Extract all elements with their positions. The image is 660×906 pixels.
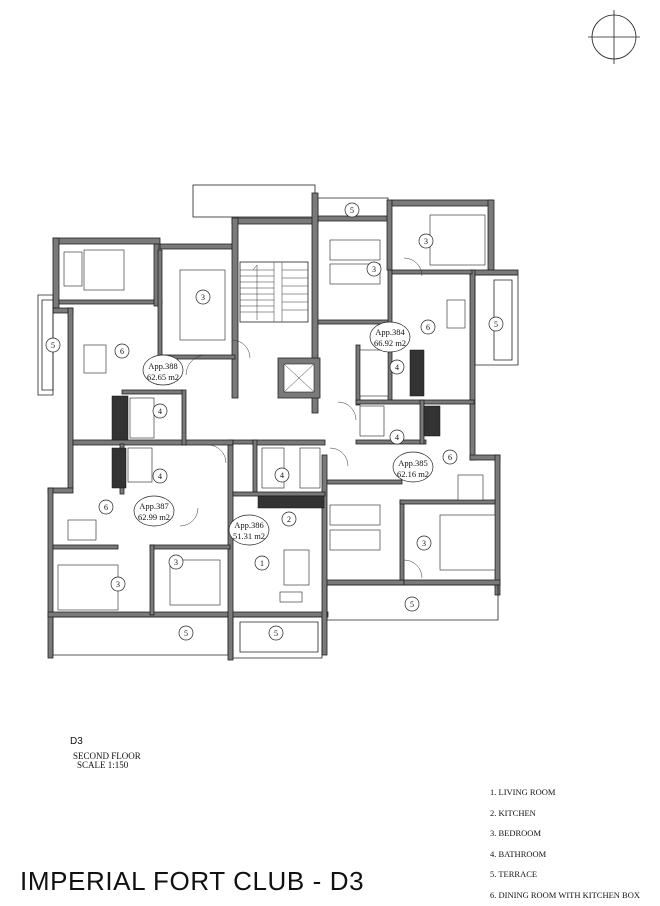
- page-title: IMPERIAL FORT CLUB - D3: [20, 866, 365, 896]
- room-tag: 6: [442, 449, 458, 465]
- svg-text:App.385: App.385: [398, 458, 428, 468]
- room-tag: 4: [389, 359, 405, 375]
- svg-text:4: 4: [280, 471, 284, 480]
- north-arrow-icon: [588, 10, 640, 64]
- bed-furniture: [57, 214, 496, 611]
- room-tags: 5 6 3 5 3 3 6 5 4 4 4 6 4 4 6 2 3 3 1 3 …: [45, 202, 504, 641]
- legend-item: 4. BATHROOM: [490, 848, 547, 859]
- floor-label: SECOND FLOOR: [73, 751, 141, 761]
- apartment-label: App.385 62.16 m2: [392, 451, 434, 483]
- svg-text:2: 2: [287, 515, 291, 524]
- room-tag: 3: [416, 535, 432, 551]
- interior-walls: [52, 243, 496, 616]
- svg-text:62.65 m2: 62.65 m2: [147, 372, 179, 382]
- svg-text:App.387: App.387: [139, 501, 169, 511]
- room-tag: 5: [404, 596, 420, 612]
- room-tag: 3: [366, 261, 382, 277]
- svg-text:3: 3: [174, 558, 178, 567]
- room-tag: 5: [178, 625, 194, 641]
- legend-item: 3. BEDROOM: [490, 828, 542, 839]
- svg-text:5: 5: [184, 629, 188, 638]
- svg-text:6: 6: [426, 323, 430, 332]
- svg-text:4: 4: [158, 407, 162, 416]
- apartment-label: App.388 62.65 m2: [142, 354, 184, 386]
- svg-text:6: 6: [120, 347, 124, 356]
- svg-text:4: 4: [395, 433, 399, 442]
- svg-text:6: 6: [104, 503, 108, 512]
- plan-code: D3: [70, 736, 83, 747]
- apartment-label: App.386 51.31 m2: [228, 514, 270, 546]
- svg-text:5: 5: [410, 600, 414, 609]
- room-tag: 4: [152, 403, 168, 419]
- svg-text:3: 3: [116, 580, 120, 589]
- scale-label: SCALE 1:150: [77, 760, 129, 770]
- apartment-label: App.384 66.92 m2: [369, 321, 411, 353]
- svg-text:1: 1: [260, 559, 264, 568]
- apartment-label: App.387 62.99 m2: [133, 495, 175, 527]
- room-tag: 4: [152, 468, 168, 484]
- room-tag: 2: [281, 511, 297, 527]
- terraces: [37, 274, 519, 659]
- svg-text:4: 4: [395, 363, 399, 372]
- legend-item: 2. KITCHEN: [490, 807, 536, 818]
- room-tag: 5: [344, 202, 360, 218]
- svg-text:3: 3: [424, 237, 428, 246]
- room-tag: 3: [110, 576, 126, 592]
- dining-tables: [67, 299, 484, 603]
- room-legend: 1. LIVING ROOM 2. KITCHEN 3. BEDROOM 4. …: [490, 782, 640, 906]
- room-tag: 4: [389, 429, 405, 445]
- svg-text:App.386: App.386: [234, 520, 264, 530]
- legend-item: 1. LIVING ROOM: [490, 787, 556, 797]
- room-tag: 3: [418, 233, 434, 249]
- room-tag: 6: [114, 343, 130, 359]
- room-tag: 6: [420, 319, 436, 335]
- room-tag: 3: [168, 554, 184, 570]
- room-tag: 1: [254, 555, 270, 571]
- room-tag: 5: [45, 337, 61, 353]
- door-swing-icon: [179, 257, 423, 579]
- bathroom-fixtures: [111, 349, 441, 509]
- stair-icon: [239, 261, 309, 323]
- svg-text:62.16 m2: 62.16 m2: [397, 469, 429, 479]
- legend-item: 5. TERRACE: [490, 869, 538, 880]
- room-tag: 5: [268, 625, 284, 641]
- room-tag: 3: [195, 289, 211, 305]
- svg-text:62.99 m2: 62.99 m2: [138, 512, 170, 522]
- svg-text:3: 3: [372, 265, 376, 274]
- svg-text:5: 5: [494, 320, 498, 329]
- room-tag: 6: [98, 499, 114, 515]
- svg-text:4: 4: [158, 472, 162, 481]
- svg-text:3: 3: [422, 539, 426, 548]
- svg-text:5: 5: [350, 206, 354, 215]
- elevator-icon: [277, 357, 321, 399]
- room-tag: 5: [488, 316, 504, 332]
- svg-text:66.92 m2: 66.92 m2: [374, 338, 406, 348]
- balcony-outline: [192, 184, 316, 218]
- svg-text:3: 3: [201, 293, 205, 302]
- svg-text:5: 5: [51, 341, 55, 350]
- svg-text:6: 6: [448, 453, 452, 462]
- svg-text:5: 5: [274, 629, 278, 638]
- svg-text:App.388: App.388: [148, 361, 178, 371]
- room-tag: 4: [274, 467, 290, 483]
- svg-text:51.31 m2: 51.31 m2: [233, 531, 265, 541]
- legend-item: 6. DINING ROOM WITH KITCHEN BOX: [490, 889, 640, 900]
- svg-text:App.384: App.384: [375, 327, 405, 337]
